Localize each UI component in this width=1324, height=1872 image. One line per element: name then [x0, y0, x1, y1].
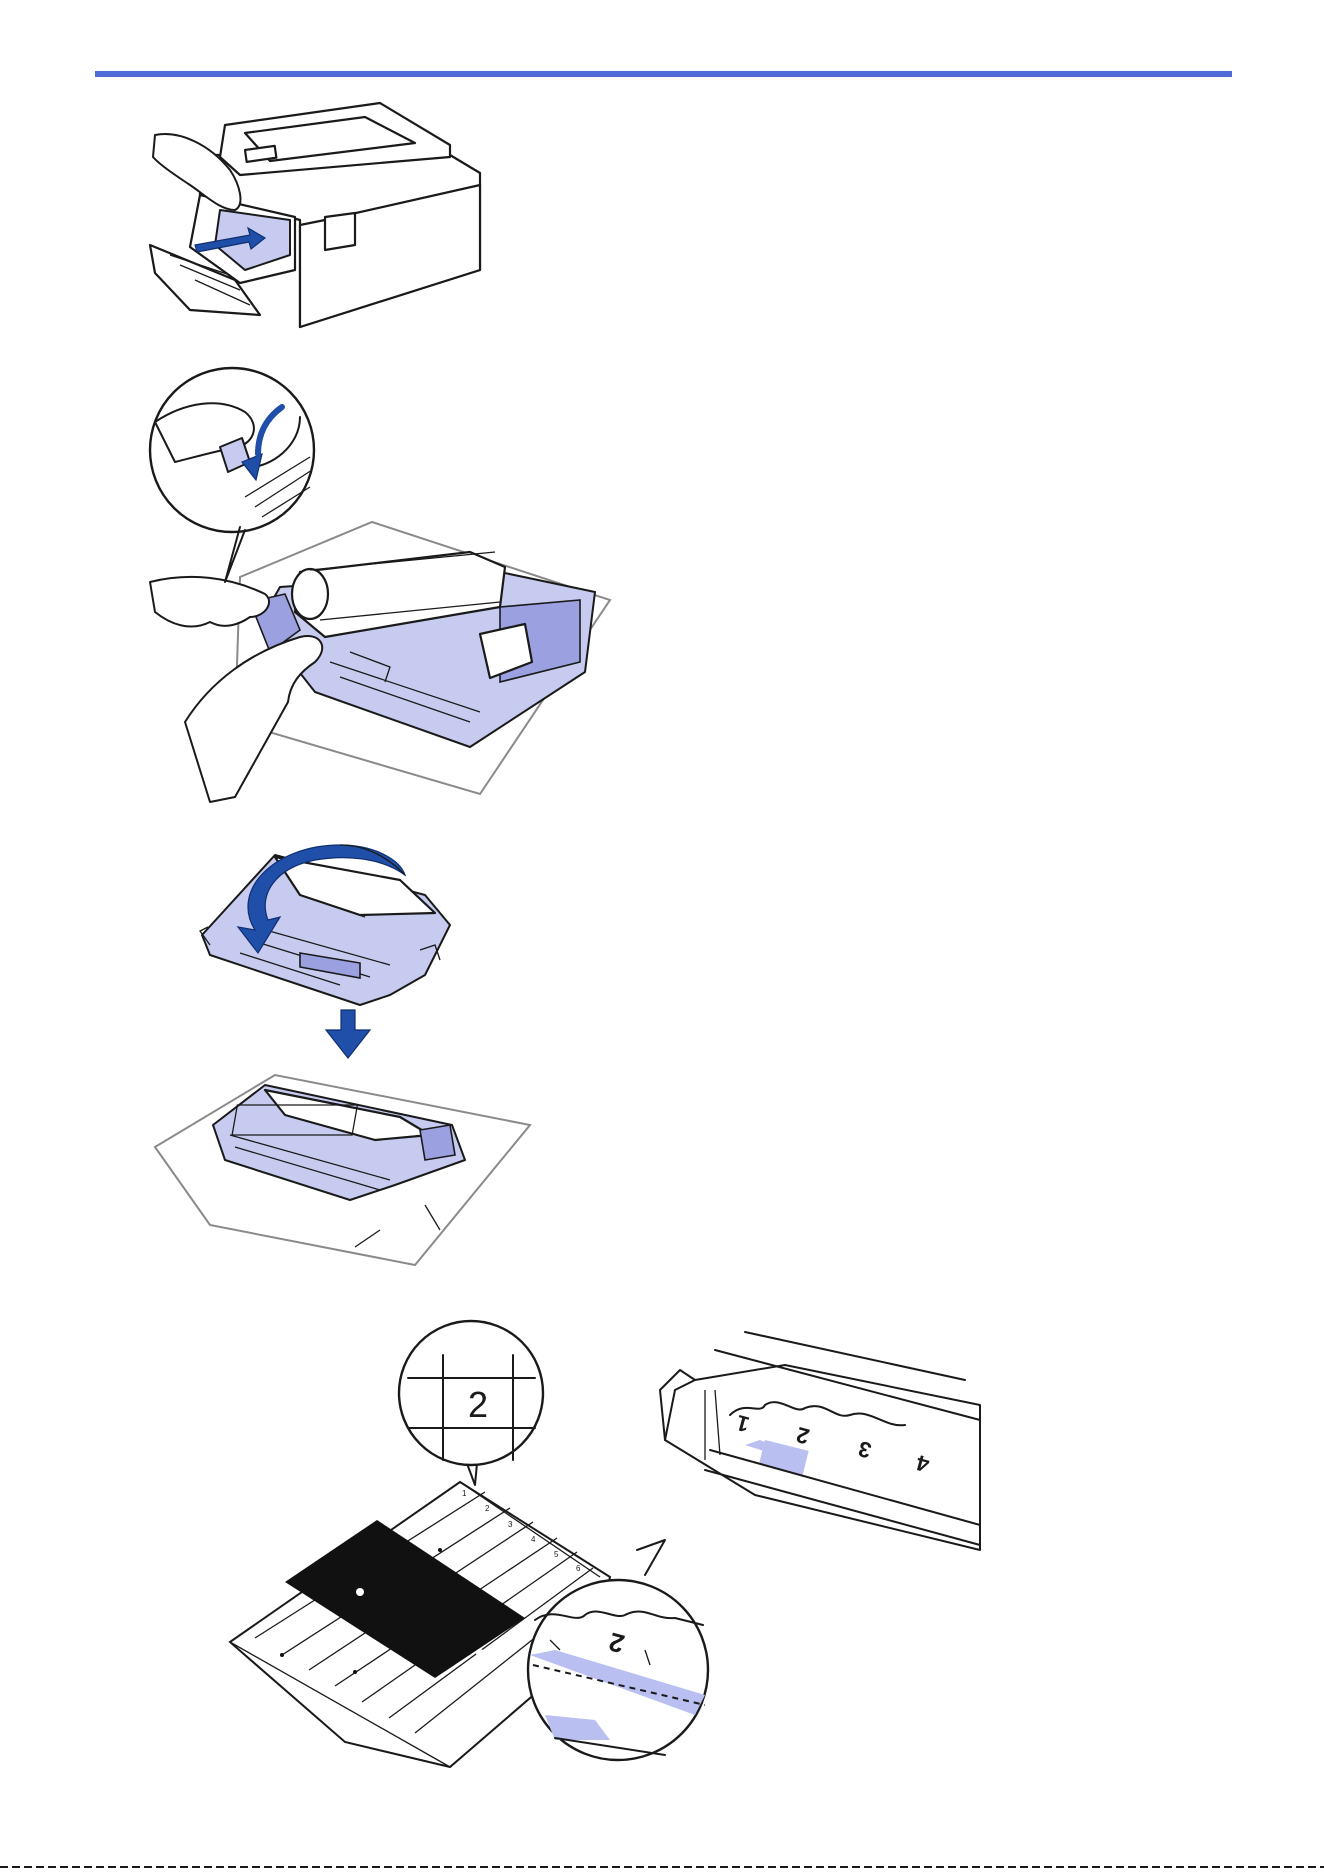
sheet-callout-number: 2 [468, 1384, 488, 1425]
sheet-column-number: 1 [462, 1489, 467, 1498]
printer-remove-drum-illustration [150, 95, 490, 335]
sheet-column-number: 5 [554, 1550, 559, 1559]
sheet-column-number: 4 [531, 1535, 536, 1544]
drum-number-side: 1 2 3 4 2 [528, 1332, 980, 1760]
sheet-column-number: 3 [508, 1520, 513, 1529]
sheet-and-drum-alignment-illustration: 1 2 3 4 5 6 2 1 2 3 4 [225, 1320, 980, 1775]
sheet-column-number: 2 [485, 1504, 490, 1513]
footer-rule [0, 1862, 1324, 1872]
header-rule [95, 71, 1232, 77]
drum-lever-toner-release-illustration [150, 362, 620, 802]
sheet-column-number: 6 [576, 1564, 581, 1573]
drum-turn-over-illustration [150, 835, 545, 1275]
